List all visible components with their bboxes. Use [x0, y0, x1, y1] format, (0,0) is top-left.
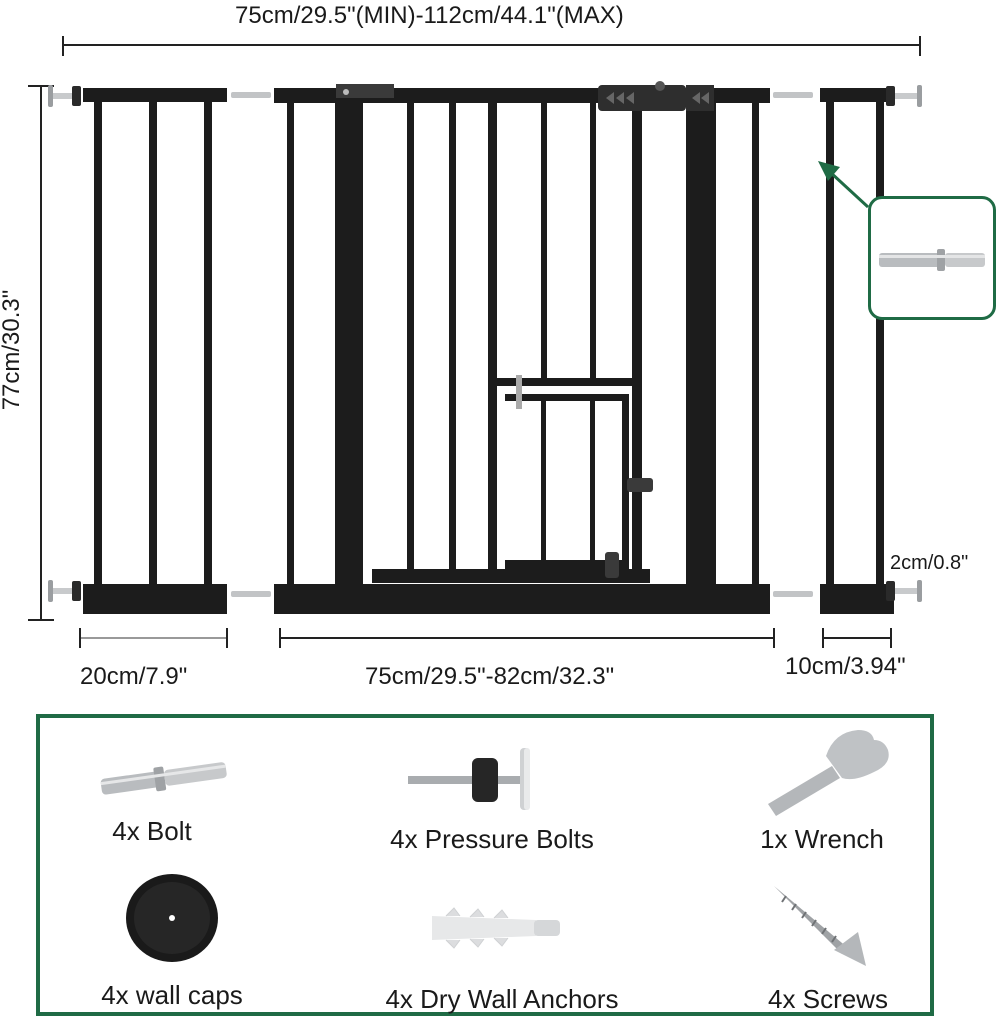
total-width-label: 75cm/29.5"(MIN)-112cm/44.1"(MAX) — [235, 2, 624, 29]
dry-wall-anchor-icon — [432, 907, 560, 949]
bolt-icon — [100, 762, 227, 795]
latch-handle-icon — [598, 81, 714, 111]
bolt-icon — [879, 249, 985, 271]
callout-arrow-icon — [818, 161, 870, 209]
bolt-zoom-callout — [868, 196, 996, 320]
right-extension-panel — [820, 88, 894, 614]
pressure-bolts-label: 4x Pressure Bolts — [390, 824, 594, 854]
wall-caps-label: 4x wall caps — [101, 980, 243, 1010]
gate-diagram — [48, 81, 922, 614]
right-bottom-pressure-bolt-icon — [886, 580, 922, 602]
connector-bolt-icon — [231, 92, 271, 98]
wrench-label: 1x Wrench — [760, 824, 884, 854]
connector-bolt-icon — [231, 591, 271, 597]
right-extension-label: 10cm/3.94" — [785, 653, 906, 680]
screws-label: 4x Screws — [768, 984, 888, 1014]
screw-icon — [774, 886, 866, 966]
wall-cap-icon — [126, 874, 218, 962]
connector-bolt-icon — [773, 92, 813, 98]
pressure-bolt-icon — [408, 748, 530, 810]
main-gate-frame — [274, 88, 770, 614]
bottom-dimension-lines — [79, 628, 892, 648]
left-extension-panel — [83, 88, 227, 614]
main-gate-door — [336, 84, 650, 583]
pet-door — [497, 375, 653, 578]
left-extension-label: 20cm/7.9" — [80, 663, 188, 690]
bolt-label: 4x Bolt — [112, 816, 192, 846]
accessories-panel: 4x Bolt 4x Pressure Bolts 1x Wrench 4x w… — [36, 714, 934, 1016]
bolt-depth-label: 2cm/0.8" — [890, 552, 969, 574]
left-bottom-pressure-bolt-icon — [48, 580, 81, 602]
wrench-icon — [768, 730, 889, 816]
connector-bolt-icon — [773, 591, 813, 597]
total-width-dimension-line — [62, 36, 921, 56]
left-top-pressure-bolt-icon — [48, 85, 81, 107]
main-gate-label: 75cm/29.5"-82cm/32.3" — [365, 663, 615, 690]
right-top-pressure-bolt-icon — [886, 85, 922, 107]
dry-wall-anchors-label: 4x Dry Wall Anchors — [385, 984, 619, 1014]
